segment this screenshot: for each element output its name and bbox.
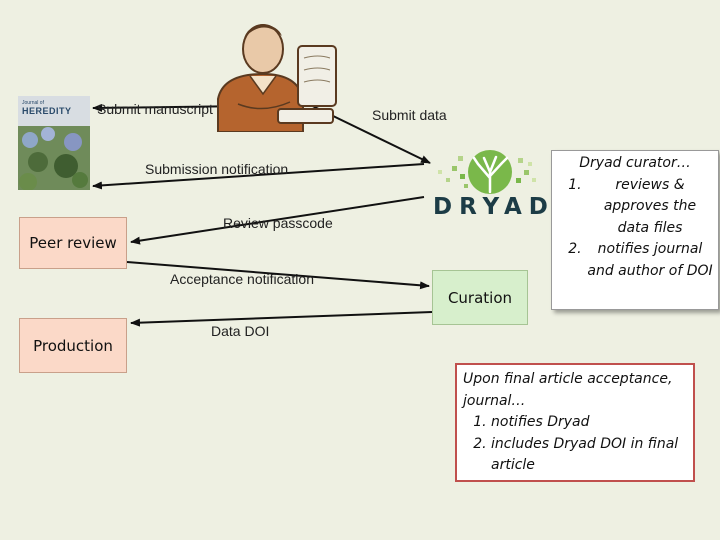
arrow-acceptance-notification [126,261,430,290]
journal-note: Upon final article acceptance, journal… … [455,363,695,482]
cover-title-small: Journal of [22,100,44,106]
label-submit-manuscript: Submit manuscript [97,101,213,117]
dryad-tree-logo-icon [438,150,536,194]
curator-note-list: reviews & approves the data files notifi… [556,175,714,283]
label-data-doi: Data DOI [211,323,270,339]
journal-note-item: notifies Dryad [491,412,687,434]
journal-note-list: notifies Dryad includes Dryad DOI in fin… [463,412,687,477]
journal-note-title: Upon final article acceptance, journal… [463,371,673,409]
journal-note-item: includes Dryad DOI in final article [491,434,687,477]
curator-note: Dryad curator… reviews & approves the da… [551,150,719,310]
curator-note-item: reviews & approves the data files [586,175,714,240]
curator-note-item: notifies journal and author of DOI [586,239,714,282]
journal-cover-image: Journal of HEREDITY [18,96,90,190]
label-acceptance-notification: Acceptance notification [170,271,314,287]
cover-header [18,96,90,126]
production-box: Production [19,318,127,373]
label-submission-notification: Submission notification [145,161,289,177]
label-review-passcode: Review passcode [223,215,333,231]
cover-title: HEREDITY [22,106,72,116]
arrow-data-doi [130,311,433,327]
label-submit-data: Submit data [372,107,447,123]
person-at-computer-icon [217,24,337,132]
arrow-submission-notification [92,163,425,190]
curation-box: Curation [432,270,528,325]
peer-review-box: Peer review [19,217,127,269]
dryad-logo-text: DRYAD [433,194,555,220]
curator-note-title: Dryad curator… [579,155,691,171]
cover-plant-photo [18,126,90,190]
arrow-review-passcode [130,196,425,245]
